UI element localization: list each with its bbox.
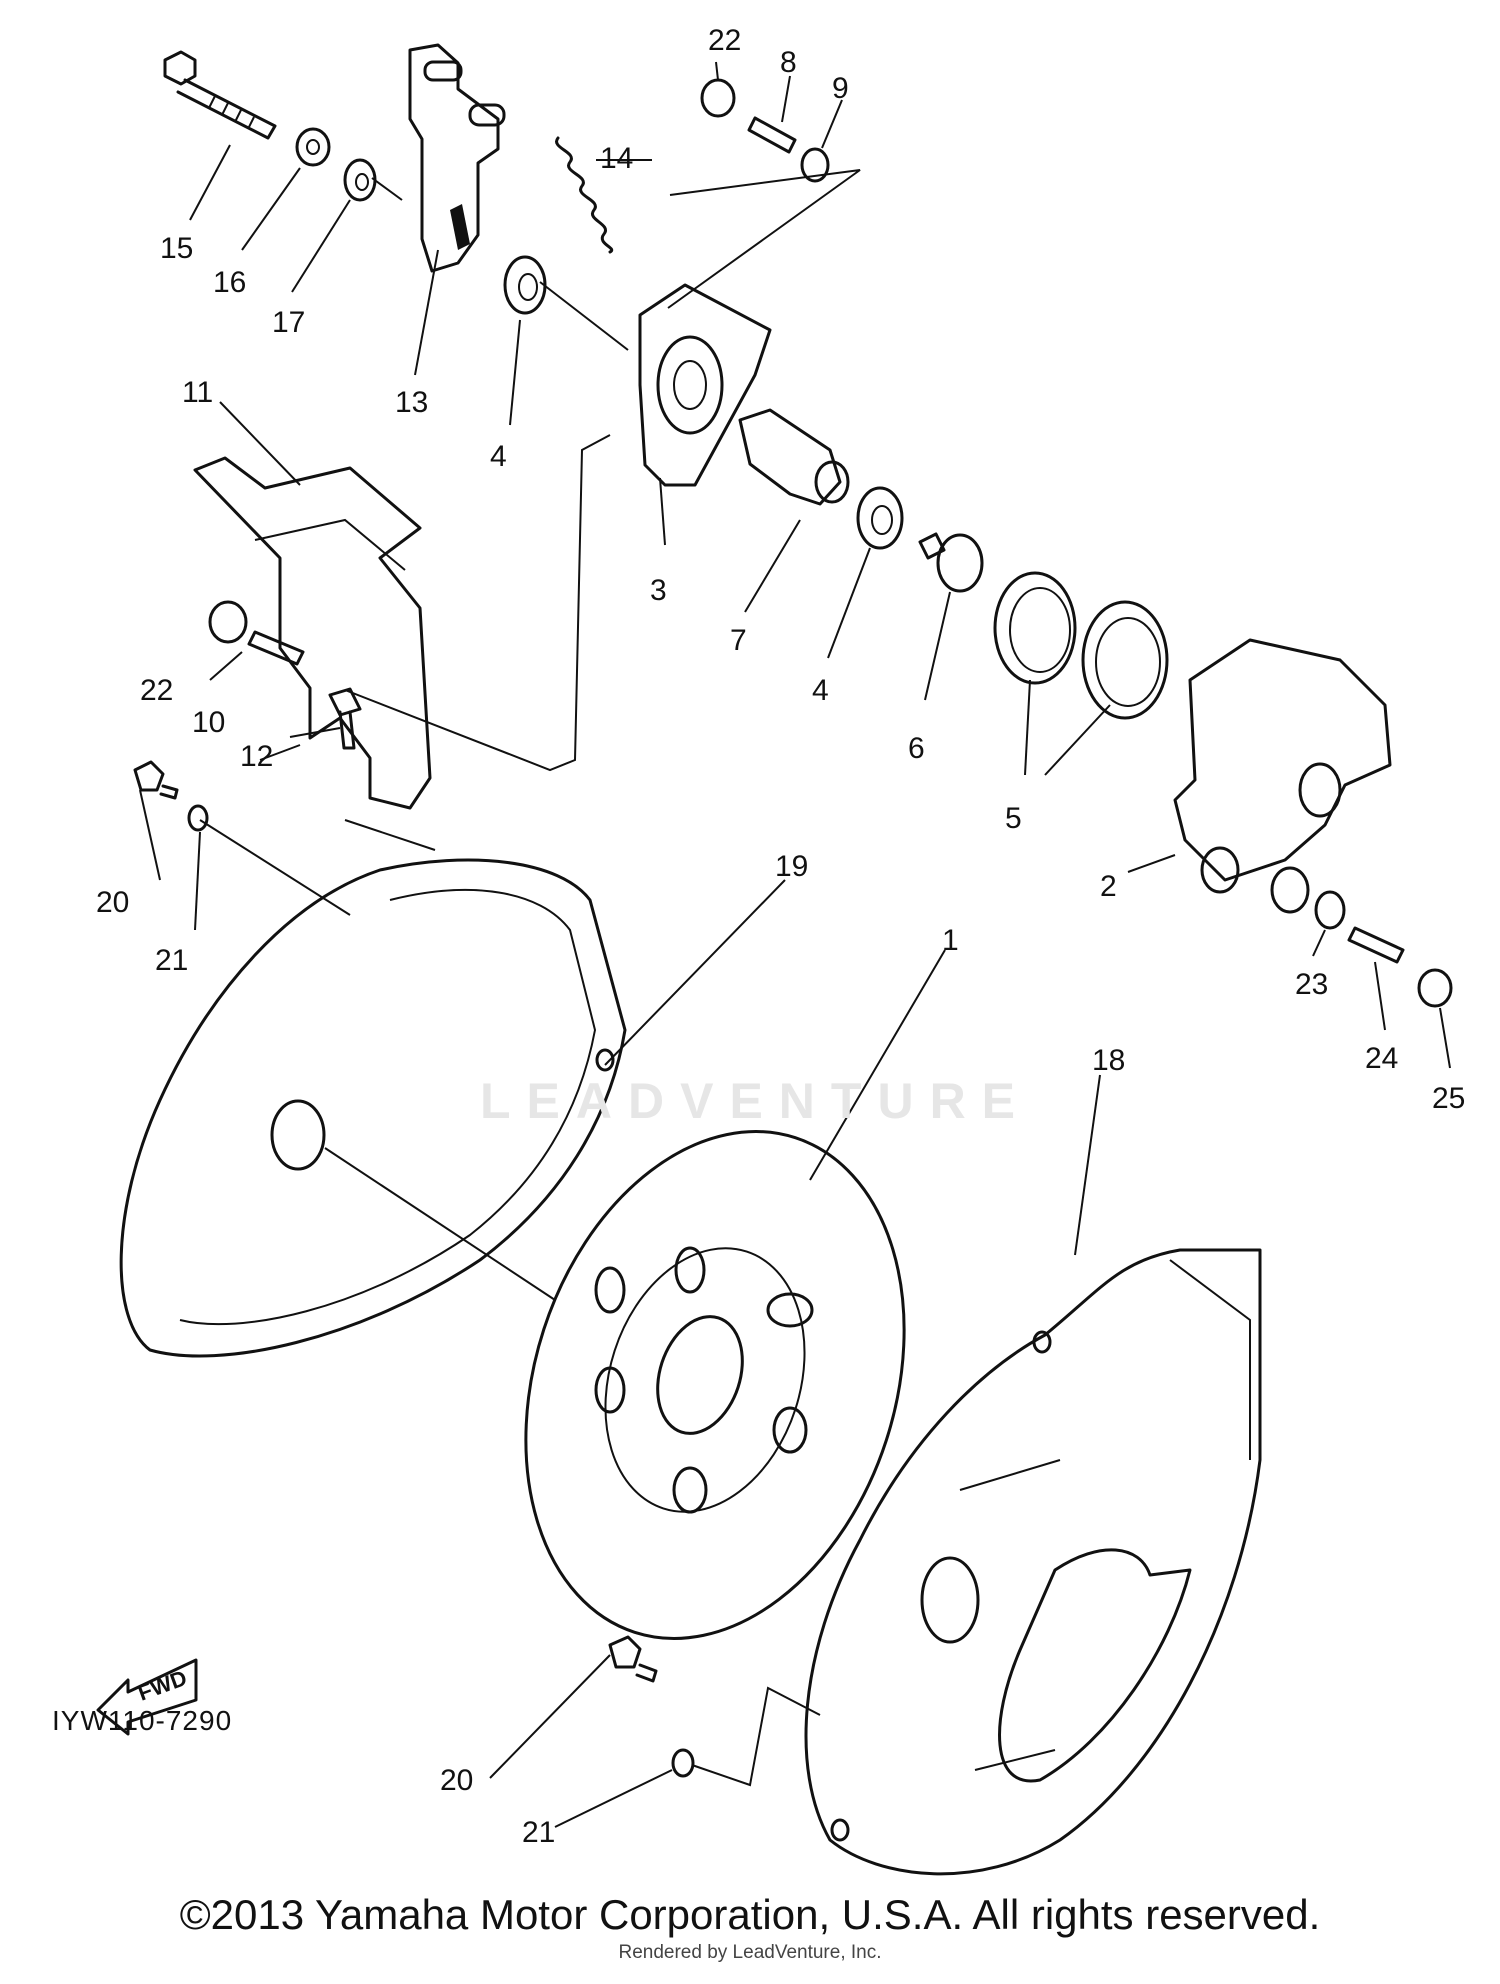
parts-22-10-12-side bbox=[208, 600, 362, 750]
callout-20-upper: 20 bbox=[96, 886, 129, 919]
callout-23: 23 bbox=[1295, 968, 1328, 1001]
part-17-washer bbox=[343, 158, 377, 202]
callout-10: 10 bbox=[192, 706, 225, 739]
part-1-brake-disc bbox=[524, 1130, 906, 1640]
part-6-piston bbox=[918, 532, 984, 593]
part-3-caliper-plate bbox=[638, 283, 772, 487]
parts-22-8-9-top bbox=[700, 78, 830, 183]
assembly-leader-lines bbox=[139, 61, 1451, 1828]
parts-23-24-25 bbox=[1314, 890, 1453, 1008]
callout-18: 18 bbox=[1092, 1044, 1125, 1077]
part-2-caliper-body bbox=[1173, 638, 1392, 914]
callout-24: 24 bbox=[1365, 1042, 1398, 1075]
callout-20-lower: 20 bbox=[440, 1764, 473, 1797]
part-16-nut bbox=[295, 127, 331, 167]
part-15-bolt bbox=[163, 50, 277, 140]
callout-1: 1 bbox=[942, 924, 959, 957]
callout-21-upper: 21 bbox=[155, 944, 188, 977]
part-5-pads bbox=[993, 571, 1169, 720]
parts-20-21-upper bbox=[133, 760, 209, 832]
callout-17: 17 bbox=[272, 306, 305, 339]
fwd-arrow-icon: FWD bbox=[96, 1658, 198, 1736]
callout-22-side: 22 bbox=[140, 674, 173, 707]
callout-7: 7 bbox=[730, 624, 747, 657]
callout-11: 11 bbox=[182, 376, 213, 409]
callout-13: 13 bbox=[395, 386, 428, 419]
callout-5: 5 bbox=[1005, 802, 1022, 835]
callout-9: 9 bbox=[832, 72, 849, 105]
callout-4-upper: 4 bbox=[490, 440, 507, 473]
part-13-lever-arm bbox=[408, 43, 506, 273]
callout-22-top: 22 bbox=[708, 24, 741, 57]
callout-14: 14 bbox=[600, 142, 633, 175]
part-19-dust-cover bbox=[119, 858, 627, 1358]
callout-3: 3 bbox=[650, 574, 667, 607]
part-7-cam-shaft bbox=[738, 408, 850, 506]
callout-19: 19 bbox=[775, 850, 808, 883]
part-11-bracket bbox=[193, 456, 436, 851]
callout-21-lower: 21 bbox=[522, 1816, 555, 1849]
callout-12: 12 bbox=[240, 740, 273, 773]
callout-2: 2 bbox=[1100, 870, 1117, 903]
watermark: LEADVENTURE bbox=[480, 1073, 1032, 1129]
copyright-notice: ©2013 Yamaha Motor Corporation, U.S.A. A… bbox=[179, 1891, 1321, 1938]
callout-15: 15 bbox=[160, 232, 193, 265]
callout-6: 6 bbox=[908, 732, 925, 765]
rendered-by-notice: Rendered by LeadVenture, Inc. bbox=[618, 1942, 882, 1963]
part-4-seal-lower bbox=[856, 486, 904, 550]
callout-16: 16 bbox=[213, 266, 246, 299]
parts-20-21-lower bbox=[608, 1635, 695, 1778]
callout-8: 8 bbox=[780, 46, 797, 79]
callout-25: 25 bbox=[1432, 1082, 1465, 1115]
part-18-backing-plate bbox=[804, 1248, 1262, 1876]
diagram-code: IYW110-7290 bbox=[52, 1705, 233, 1736]
callout-labels: 15 16 17 13 14 22 8 9 4 3 7 4 6 5 2 23 2… bbox=[96, 24, 1465, 1849]
callout-4-lower: 4 bbox=[812, 674, 829, 707]
part-14-spring bbox=[555, 136, 614, 254]
part-4-seal-upper bbox=[503, 255, 547, 315]
